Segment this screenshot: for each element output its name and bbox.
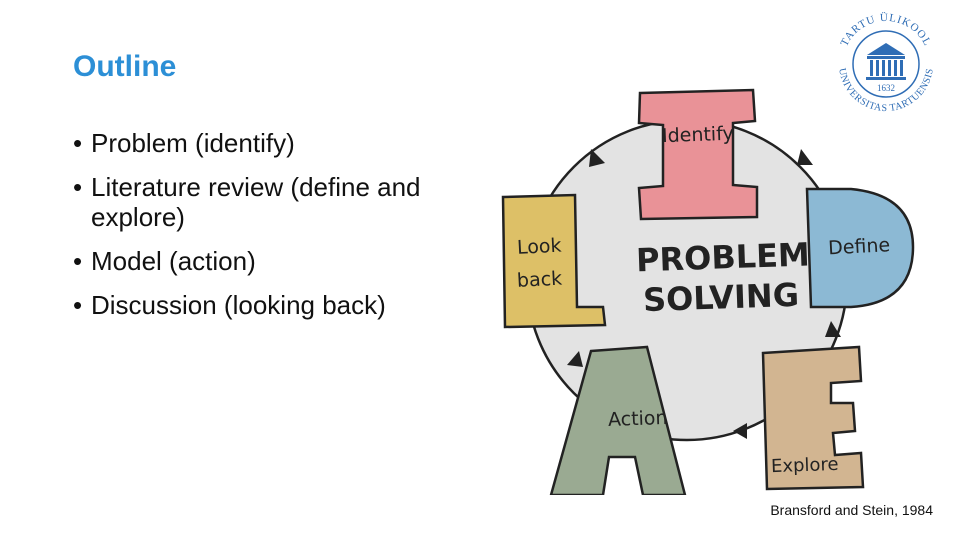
bullet-literature-review: Literature review (define and explore) <box>73 172 481 232</box>
define-label: Define <box>828 234 891 259</box>
cycle-arrows <box>567 149 841 439</box>
identify-shape <box>637 88 759 221</box>
university-seal-logo: TARTU ÜLIKOOL UNIVERSITAS TARTUENSIS 163… <box>836 12 935 114</box>
seal-top-text: TARTU ÜLIKOOL <box>838 12 933 48</box>
explore-label: Explore <box>771 454 839 477</box>
outline-list: Problem (identify) Literature review (de… <box>73 128 481 334</box>
bullet-model: Model (action) <box>73 246 481 276</box>
look-back-shape <box>501 193 607 329</box>
look-back-label-line2: back <box>516 268 562 292</box>
bullet-problem: Problem (identify) <box>73 128 481 158</box>
bullet-discussion: Discussion (looking back) <box>73 290 481 320</box>
identify-label: Identify <box>662 123 734 147</box>
arrow-action-to-lookback-icon <box>567 351 583 367</box>
building-icon <box>866 43 906 80</box>
action-label: Action <box>608 407 668 431</box>
arrow-identify-to-define-icon <box>797 149 813 165</box>
look-back-label-line1: Look <box>516 235 562 259</box>
explore-shape <box>761 345 865 491</box>
center-text-line1: PROBLEM <box>635 235 810 279</box>
define-shape <box>805 187 915 309</box>
ideal-diagram: Identify Define Explore Action Look back… <box>501 88 915 495</box>
arrow-explore-to-action-icon <box>733 423 747 439</box>
arrow-define-to-explore-icon <box>825 321 841 337</box>
action-shape <box>549 345 687 495</box>
center-text-line2: SOLVING <box>642 276 799 319</box>
arrow-lookback-to-identify-icon <box>589 149 605 167</box>
seal-year: 1632 <box>877 83 895 93</box>
slide-title: Outline <box>73 50 177 83</box>
citation: Bransford and Stein, 1984 <box>770 502 933 518</box>
